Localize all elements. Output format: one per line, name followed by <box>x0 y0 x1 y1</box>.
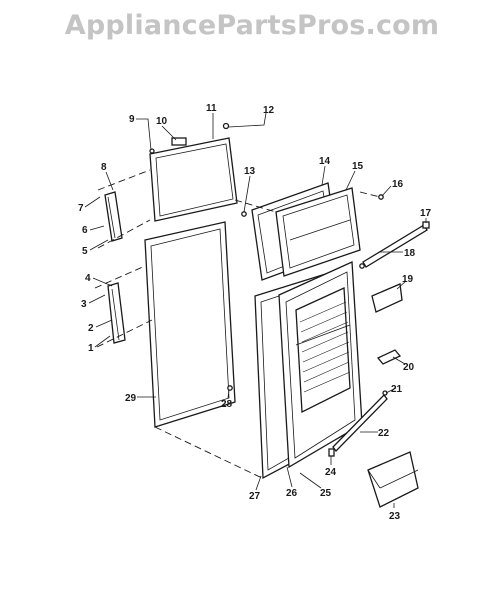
callout-17: 17 <box>420 208 432 219</box>
callout-25: 25 <box>320 488 332 499</box>
callout-2: 2 <box>88 323 94 334</box>
fresh-food-door-gasket <box>144 221 236 428</box>
callout-12: 12 <box>263 105 275 116</box>
callout-27: 27 <box>249 491 261 502</box>
callout-7: 7 <box>78 203 84 214</box>
lower-shelf-rail <box>332 394 388 452</box>
callout-16: 16 <box>392 179 404 190</box>
callout-29: 29 <box>125 393 137 404</box>
callout-5: 5 <box>82 246 88 257</box>
callout-labels: 1 2 3 4 5 6 7 8 9 10 11 12 13 14 15 16 1… <box>78 103 432 522</box>
callout-leaders <box>84 112 427 508</box>
callout-6: 6 <box>82 225 88 236</box>
door-bin <box>367 451 419 508</box>
callout-8: 8 <box>101 162 107 173</box>
hardware-parts <box>149 122 430 457</box>
callout-18: 18 <box>404 248 416 259</box>
callout-22: 22 <box>378 428 390 439</box>
freezer-handle <box>104 191 123 242</box>
shelf-rail <box>362 224 428 268</box>
dairy-bin <box>371 283 403 313</box>
callout-14: 14 <box>319 156 331 167</box>
freezer-door-gasket <box>149 137 238 222</box>
freezer-door-liner <box>275 187 361 277</box>
fresh-food-door-liner <box>278 261 363 469</box>
callout-21: 21 <box>391 384 403 395</box>
callout-10: 10 <box>156 116 168 127</box>
callout-11: 11 <box>206 103 217 114</box>
callout-28: 28 <box>221 399 233 410</box>
callout-24: 24 <box>325 467 337 478</box>
callout-9: 9 <box>129 114 135 125</box>
callout-20: 20 <box>403 362 415 373</box>
watermark: AppliancePartsPros.com <box>64 10 440 41</box>
exploded-view-lines <box>94 169 381 479</box>
callout-3: 3 <box>81 299 87 310</box>
callout-4: 4 <box>85 273 91 284</box>
fresh-food-handle <box>107 282 126 344</box>
callout-1: 1 <box>88 343 94 354</box>
shelf-bracket <box>376 349 402 365</box>
callout-26: 26 <box>286 488 298 499</box>
callout-13: 13 <box>244 166 256 177</box>
callout-23: 23 <box>389 511 401 522</box>
callout-15: 15 <box>352 161 364 172</box>
callout-19: 19 <box>402 274 414 285</box>
